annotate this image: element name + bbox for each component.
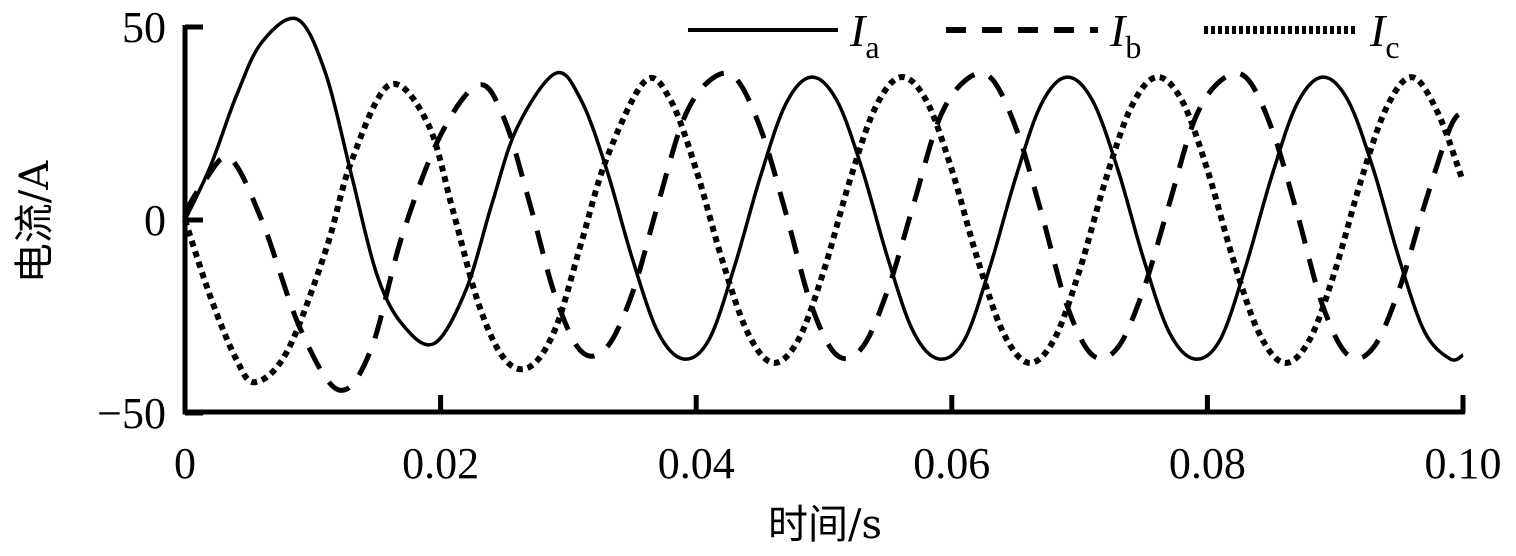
x-tick-label: 0: [174, 439, 196, 488]
series-line-ia: [183, 16, 1464, 362]
x-ticks: 0 0.02 0.04 0.06 0.08 0.10: [174, 395, 1502, 488]
x-tick-label: 0.04: [658, 439, 735, 488]
series-line-ic: [182, 74, 1466, 386]
y-tick-label: 0: [144, 196, 166, 245]
legend-label-ic: Ic: [1369, 5, 1400, 65]
plot-lines: [182, 16, 1466, 393]
y-axis-title: 电流/A: [12, 160, 58, 283]
y-tick-label: −50: [97, 389, 166, 438]
legend: Ia Ib Ic: [688, 5, 1400, 65]
legend-label-ib: Ib: [1109, 5, 1141, 65]
series-line-ib: [182, 70, 1465, 393]
x-axis-title: 时间/s: [768, 502, 882, 548]
x-tick-label: 0.08: [1169, 439, 1246, 488]
x-tick-label: 0.02: [402, 439, 479, 488]
legend-label-ia: Ia: [849, 5, 880, 65]
x-tick-label: 0.06: [913, 439, 990, 488]
x-tick-label: 0.10: [1425, 439, 1502, 488]
y-tick-label: 50: [122, 3, 166, 52]
y-ticks: −50 0 50: [97, 3, 203, 438]
